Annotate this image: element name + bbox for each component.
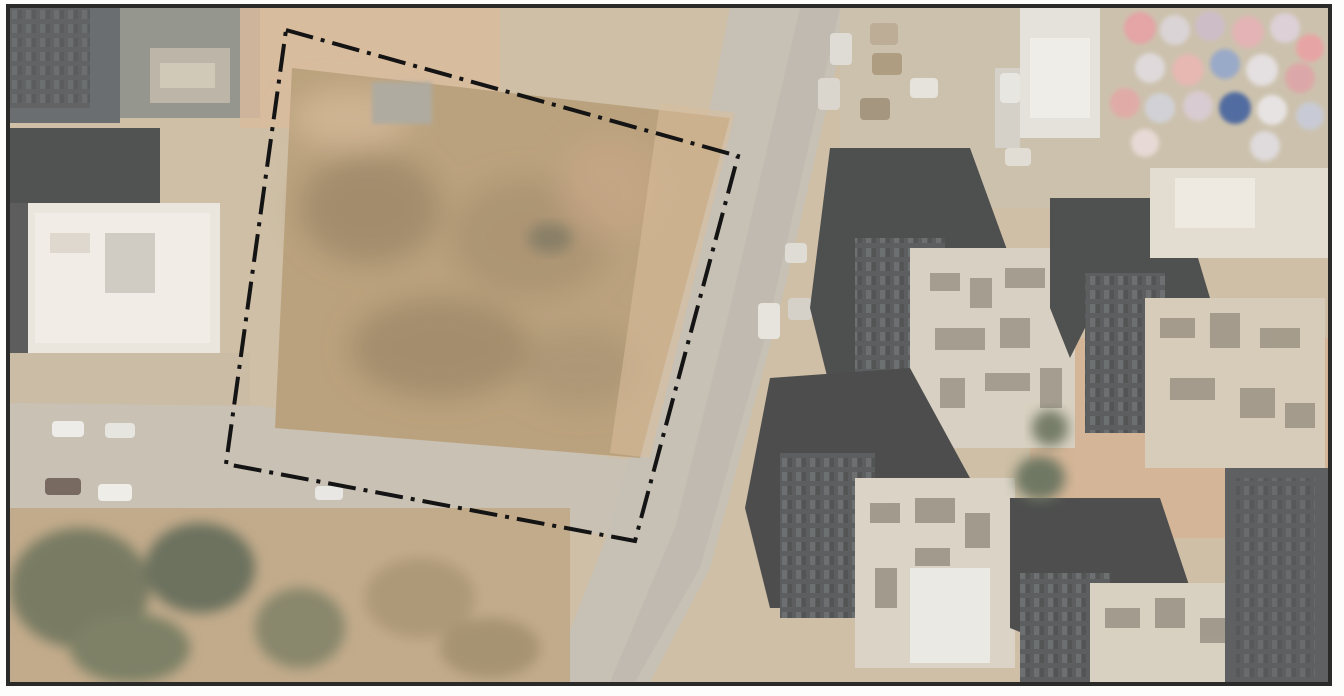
tree-canopy bbox=[145, 523, 255, 613]
haze-overlay bbox=[10, 8, 1328, 682]
parked-car bbox=[830, 33, 852, 65]
side-road bbox=[10, 403, 650, 538]
parked-car bbox=[315, 486, 343, 500]
tree-canopy bbox=[528, 223, 572, 253]
bare-soil bbox=[610, 103, 735, 458]
building bbox=[105, 233, 155, 293]
tree-canopy bbox=[1015, 456, 1065, 500]
building bbox=[50, 233, 90, 253]
tree-canopy bbox=[255, 588, 345, 668]
aerial-map[interactable] bbox=[10, 8, 1328, 682]
building bbox=[1160, 313, 1315, 428]
parked-car bbox=[98, 484, 132, 501]
parked-car bbox=[1000, 73, 1020, 103]
parked-car bbox=[45, 478, 81, 495]
parked-car bbox=[105, 423, 135, 438]
building bbox=[1030, 38, 1090, 118]
tree-canopy bbox=[1032, 410, 1068, 446]
tree-canopy bbox=[70, 613, 190, 682]
parked-car bbox=[818, 78, 840, 110]
building bbox=[160, 63, 215, 88]
map-frame bbox=[6, 4, 1332, 686]
building-shadow bbox=[10, 203, 28, 363]
building bbox=[930, 268, 1062, 408]
bare-soil bbox=[10, 353, 250, 408]
parked-car bbox=[870, 23, 898, 45]
parked-car bbox=[910, 78, 938, 98]
building bbox=[1175, 178, 1255, 228]
building bbox=[870, 498, 990, 608]
parked-car bbox=[52, 421, 84, 437]
parked-car bbox=[872, 53, 902, 75]
building bbox=[1235, 478, 1315, 678]
building-shadow bbox=[10, 128, 160, 208]
parked-car bbox=[785, 243, 807, 263]
building bbox=[10, 8, 90, 108]
parked-car bbox=[788, 298, 812, 320]
building bbox=[372, 82, 432, 124]
tree-canopy bbox=[440, 618, 540, 678]
parked-car bbox=[1005, 148, 1031, 166]
main-road bbox=[610, 8, 840, 682]
tree-canopy bbox=[365, 558, 475, 638]
market-canopies bbox=[1110, 11, 1324, 161]
building bbox=[910, 568, 990, 663]
parked-car bbox=[860, 98, 890, 120]
parked-car bbox=[758, 303, 780, 339]
plot-boundary[interactable] bbox=[223, 27, 741, 544]
